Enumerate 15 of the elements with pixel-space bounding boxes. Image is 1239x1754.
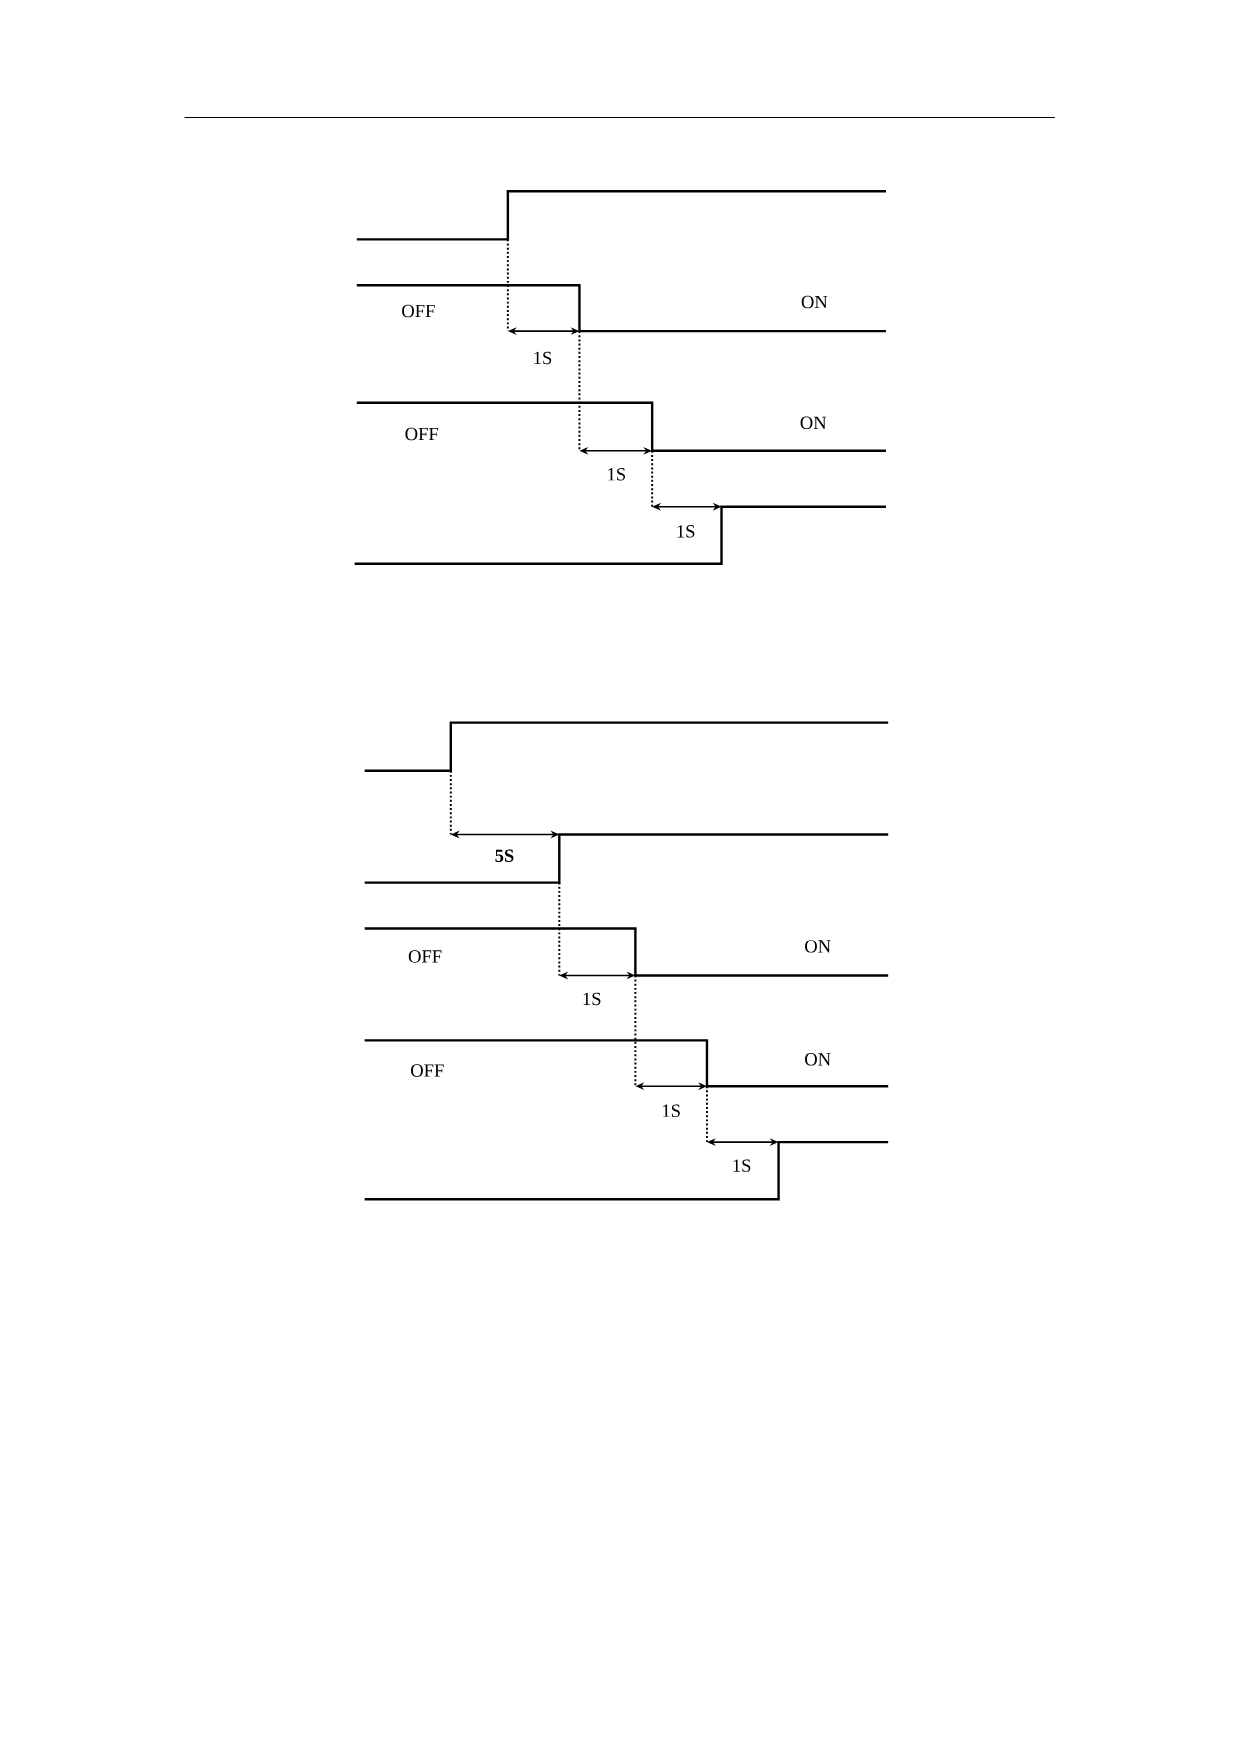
state-label: ON <box>800 416 826 430</box>
state-label: ON <box>801 295 828 309</box>
delay-label: 1S <box>583 992 601 1006</box>
delay-label: 1S <box>534 351 551 365</box>
state-label: ON <box>804 940 831 953</box>
delay-label: 1S <box>677 525 695 538</box>
state-label: OFF <box>401 304 435 318</box>
delay-label: 1S <box>733 1159 751 1172</box>
state-label: OFF <box>405 427 438 441</box>
state-label: OFF <box>408 950 442 963</box>
delay-label: 1S <box>608 468 625 481</box>
delay-label: 5S <box>495 849 514 862</box>
state-label: OFF <box>410 1064 444 1077</box>
state-label: ON <box>804 1053 831 1066</box>
delay-label: 1S <box>662 1104 680 1118</box>
